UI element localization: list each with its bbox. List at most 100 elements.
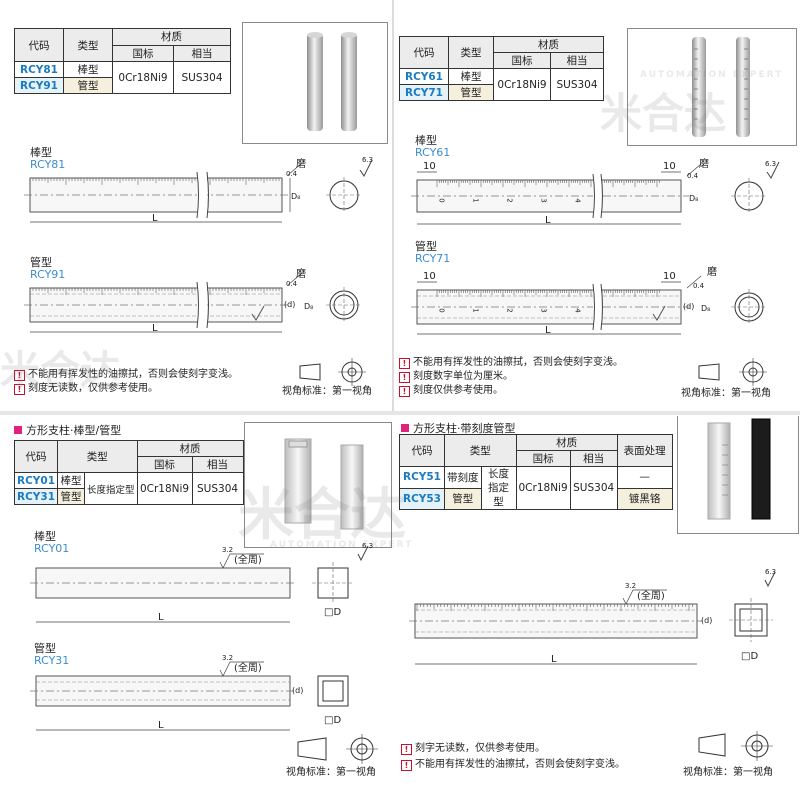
inner-diameter-dim: (d)	[284, 300, 296, 309]
scale-rods-image	[692, 37, 750, 137]
scale-number: 2	[505, 308, 514, 313]
square-posts-image	[284, 438, 364, 530]
section-title: 方形支柱·带刻度管型	[401, 420, 516, 436]
tube-code-label: RCY91	[30, 268, 66, 281]
warning-icon: !	[399, 372, 410, 383]
roughness-label: 3.2	[625, 582, 637, 590]
tolerance-label: 0.4	[286, 280, 298, 288]
offset-dim: 10	[423, 161, 436, 172]
type-cell: 管型	[63, 77, 113, 94]
surface-cell: —	[616, 466, 673, 489]
panel-round-rod-rcy81: 代码 类型 材质 国标 相当 RCY81 棒型 0Cr18Ni9 SUS304 …	[0, 0, 390, 410]
grind-label: 磨	[296, 269, 306, 280]
code-header: 代码	[13, 440, 59, 473]
type-cell: 管型	[444, 487, 482, 510]
tube-type-label: 管型	[34, 642, 56, 655]
warning-note: !刻度数字单位为厘米。	[399, 370, 513, 383]
roughness-label: 3.2	[222, 546, 234, 554]
scale-square-posts-image	[707, 418, 771, 520]
product-photo	[677, 416, 799, 534]
offset-dim: 10	[663, 271, 676, 282]
eq-cell: SUS304	[173, 61, 231, 94]
finish-label: (全周)	[637, 591, 665, 602]
warning-icon: !	[401, 760, 412, 771]
type-cell: 管型	[57, 488, 86, 505]
warning-icon: !	[401, 744, 412, 755]
rod-code-label: RCY01	[34, 542, 70, 555]
warning-note: !不能用有挥发性的油擦拭，否则会使刻字变浅。	[401, 758, 625, 771]
grind-label: 磨	[707, 267, 717, 278]
rod-drawing	[411, 161, 780, 225]
tube-code-label: RCY71	[415, 252, 451, 265]
square-rod-drawing	[30, 545, 378, 764]
grind-label: 磨	[296, 159, 306, 170]
section-marker-icon	[14, 426, 22, 434]
code-cell: RCY51	[399, 466, 445, 489]
inner-diameter-dim: (d)	[683, 302, 695, 311]
eq-header: 相当	[550, 52, 604, 69]
tolerance-label: 0.4	[687, 172, 699, 180]
eq-cell: SUS304	[191, 472, 244, 505]
vertical-divider	[392, 0, 394, 415]
panel-square-post-rcy51: 方形支柱·带刻度管型 代码 类型 材质 表面处理 国标 相当 RCY51 带刻度…	[395, 416, 800, 800]
scale-number: 0	[437, 308, 446, 313]
scale-number: 4	[573, 308, 582, 313]
code-cell: RCY61	[399, 68, 449, 85]
roughness-label: 6.3	[765, 568, 777, 576]
code-header: 代码	[399, 36, 449, 69]
spec-table: 代码 类型 材质 国标 相当 RCY61 棒型 0Cr18Ni9 SUS304 …	[399, 36, 604, 101]
inner-size-dim: (d)	[701, 616, 713, 625]
tube-code-label: RCY31	[34, 654, 70, 667]
warning-icon: !	[399, 358, 410, 369]
diameter-dim: D₈	[304, 302, 314, 311]
length-dim: L	[152, 323, 158, 334]
gb-header: 国标	[136, 456, 193, 473]
warning-note: !不能用有挥发性的油擦拭，否则会使刻字变浅。	[14, 368, 238, 381]
eq-header: 相当	[173, 44, 231, 62]
eq-header: 相当	[191, 456, 244, 473]
code-cell: RCY31	[13, 488, 59, 505]
roughness-label: 6.3	[362, 156, 374, 164]
length-type-cell: 长度指定型	[480, 466, 517, 510]
rod-type-label: 棒型	[30, 146, 52, 159]
product-photo	[242, 22, 388, 144]
panel-square-post-rcy01: 方形支柱·棒型/管型 代码 类型 材质 国标 相当 RCY01 棒型 长度指定型…	[0, 416, 394, 800]
view-standard-label: 视角标准：第一视角	[681, 388, 771, 399]
view-standard-label: 视角标准：第一视角	[683, 767, 773, 778]
gb-cell: 0Cr18Ni9	[136, 472, 193, 505]
product-photo	[627, 28, 797, 146]
scale-number: 1	[471, 308, 480, 313]
roughness-label: 6.3	[765, 160, 777, 168]
code-header: 代码	[399, 434, 445, 467]
code-header: 代码	[14, 28, 64, 62]
spec-table: 代码 类型 材质 表面处理 国标 相当 RCY51 带刻度 长度指定型 0Cr1…	[399, 434, 673, 510]
diameter-dim: D₈	[291, 192, 301, 201]
length-dim: L	[551, 654, 557, 665]
rod-type-label: 棒型	[415, 134, 437, 147]
warning-icon: !	[399, 386, 410, 397]
finish-label: (全周)	[234, 663, 262, 674]
length-dim: L	[545, 325, 551, 336]
length-type-cell: 长度指定型	[84, 472, 138, 505]
roughness-label: 3.2	[222, 654, 234, 662]
tube-drawing	[411, 275, 767, 386]
round-rods-image	[307, 32, 357, 131]
length-dim: L	[158, 612, 164, 623]
section-title: 方形支柱·棒型/管型	[14, 422, 121, 438]
length-dim: L	[158, 720, 164, 731]
warning-icon: !	[14, 370, 25, 381]
tube-type-label: 管型	[30, 256, 52, 269]
finish-label: (全周)	[234, 555, 262, 566]
tube-drawing	[24, 272, 366, 386]
code-cell: RCY71	[399, 84, 449, 101]
eq-cell: SUS304	[550, 68, 604, 101]
code-cell: RCY91	[14, 77, 64, 94]
roughness-label: 6.3	[362, 542, 374, 550]
warning-icon: !	[14, 384, 25, 395]
rod-type-label: 棒型	[34, 530, 56, 543]
rod-drawing	[24, 159, 373, 223]
gb-header: 国标	[112, 44, 174, 62]
scale-number: 3	[539, 308, 548, 313]
tolerance-label: 0.4	[693, 282, 705, 290]
rod-code-label: RCY81	[30, 158, 66, 171]
